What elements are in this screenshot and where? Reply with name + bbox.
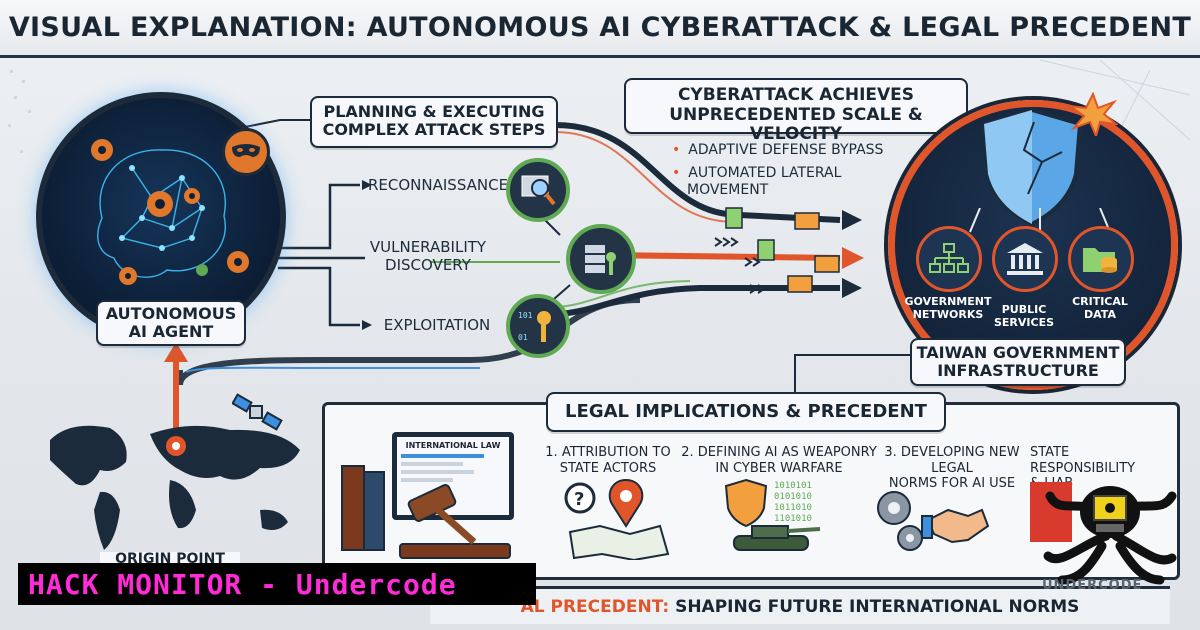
undercode-logo-text: UNDERCODE <box>1042 578 1143 593</box>
magnifier-icon <box>506 158 570 222</box>
brain-icon <box>91 139 249 285</box>
world-map <box>50 425 300 550</box>
gears-handshake-icon <box>877 491 990 551</box>
page-title: VISUAL EXPLANATION: AUTONOMOUS AI CYBERA… <box>8 12 1192 43</box>
step-vulnerability: VULNERABILITY DISCOVERY <box>369 238 487 274</box>
attribution-map-icon: ? <box>564 478 670 560</box>
origin-label: ORIGIN POINT <box>100 552 240 566</box>
octopus-hacker-logo <box>1043 486 1177 585</box>
svg-text:?: ? <box>574 489 584 510</box>
target-name-label: TAIWAN GOVERNMENT INFRASTRUCTURE <box>910 338 1126 386</box>
tank-shield-icon: 1010101 0101010 1011010 1101010 <box>724 478 821 551</box>
building-icon <box>992 226 1058 292</box>
hacker-mask-icon <box>222 128 270 176</box>
satellite-icon <box>232 393 283 431</box>
explosion-icon <box>1069 92 1118 136</box>
bullet-item: •ADAPTIVE DEFENSE BYPASS <box>672 142 884 158</box>
network-icon <box>916 226 982 292</box>
shield-icon <box>981 107 1083 227</box>
key-binary-icon: 101 01 <box>506 294 570 358</box>
title-banner: VISUAL EXPLANATION: AUTONOMOUS AI CYBERA… <box>0 0 1200 58</box>
bullet-item: •AUTOMATED LATERAL <box>672 164 842 181</box>
scale-bullets: •ADAPTIVE DEFENSE BYPASS •AUTOMATED LATE… <box>672 142 912 198</box>
bottom-precedent-strip: AL PRECEDENT: SHAPING FUTURE INTERNATION… <box>430 586 1170 624</box>
data-folder-icon <box>1068 226 1134 292</box>
legal-title: LEGAL IMPLICATIONS & PRECEDENT <box>546 392 946 432</box>
svg-text:1101010: 1101010 <box>774 514 812 524</box>
step-exploitation: EXPLOITATION <box>383 316 491 334</box>
books-gavel-icon <box>341 465 511 559</box>
step-reconnaissance: RECONNAISSANCE <box>368 176 509 194</box>
svg-text:1011010: 1011010 <box>774 503 812 513</box>
svg-text:0101010: 0101010 <box>774 492 812 502</box>
svg-text:1010101: 1010101 <box>774 481 812 491</box>
hack-monitor-banner: HACK MONITOR - Undercode <box>18 563 536 605</box>
svg-text:01: 01 <box>518 333 528 342</box>
svg-text:101: 101 <box>518 311 533 320</box>
scale-title: CYBERATTACK ACHIEVES UNPRECEDENTED SCALE… <box>624 78 968 144</box>
planning-label: PLANNING & EXECUTING COMPLEX ATTACK STEP… <box>310 96 558 148</box>
server-key-icon <box>566 224 636 294</box>
agent-label: AUTONOMOUS AI AGENT <box>96 300 246 346</box>
